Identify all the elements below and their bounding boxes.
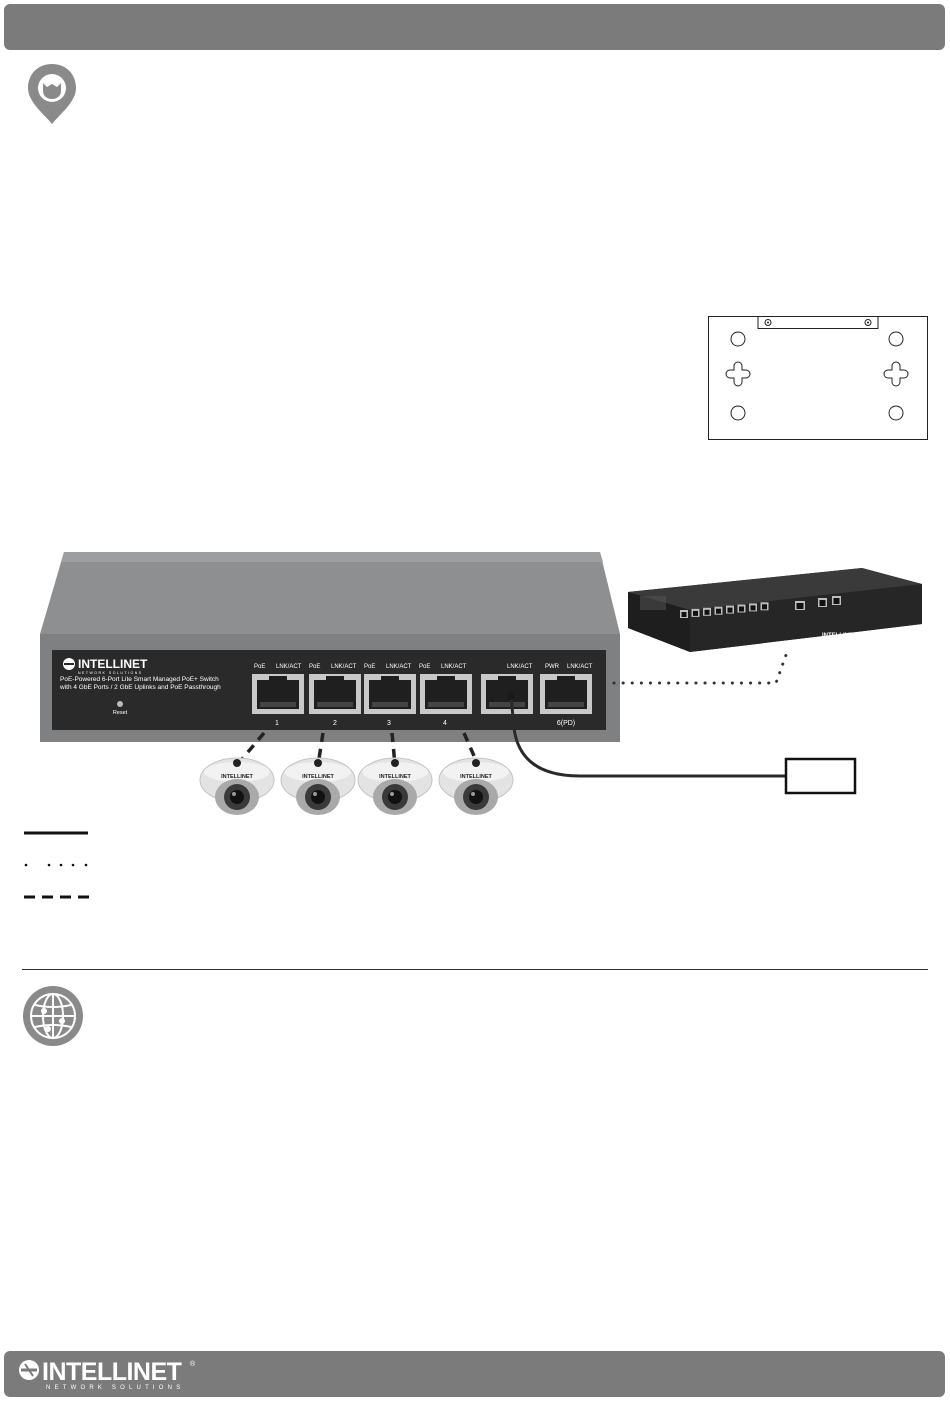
camera-dashed-cable	[390, 732, 397, 766]
ethernet-port-4	[420, 674, 472, 714]
port-header-label: LNK/ACT	[276, 664, 302, 670]
reset-label: Reset	[113, 710, 128, 716]
brand-registered: ®	[190, 1360, 196, 1368]
port-number-4: 4	[443, 720, 447, 727]
network-diagram: INTELLINET NETWORK SOLUTIONS PoE-Powered…	[40, 552, 922, 815]
port-header-label: LNK/ACT	[567, 664, 593, 670]
ip-camera-4: INTELLINET	[438, 757, 514, 815]
port-number-6: 6(PD)	[557, 720, 575, 727]
uplink-switch-brand: INTELLINET	[822, 633, 857, 639]
brand-logo: INTELLINET ® NETWORK SOLUTIONS	[19, 1358, 196, 1391]
camera-brand-label: INTELLINET	[221, 774, 253, 780]
ethernet-ports	[252, 674, 592, 714]
port-number-2: 2	[333, 720, 337, 727]
port-number-3: 3	[387, 720, 391, 727]
ethernet-port-2	[309, 674, 361, 714]
port-header-label: PoE	[254, 664, 265, 670]
cable-legend	[24, 831, 90, 899]
ethernet-port-3	[364, 674, 416, 714]
section-divider	[22, 969, 928, 970]
map-pin-icon	[28, 64, 76, 124]
port-number-1: 1	[275, 720, 279, 727]
uplink-dotted-cable	[612, 653, 788, 685]
switch-description-line2: with 4 GbE Ports / 2 GbE Uplinks and PoE…	[59, 684, 221, 691]
ethernet-port-6	[540, 674, 592, 714]
wall-mount-template	[708, 316, 928, 440]
ip-camera-2: INTELLINET	[280, 757, 356, 815]
switch-brand-tagline: NETWORK SOLUTIONS	[78, 671, 143, 675]
footer-bar	[4, 1351, 945, 1397]
ethernet-port-1	[252, 674, 304, 714]
brand-name: INTELLINET	[42, 1358, 182, 1386]
port-header-label: PWR	[545, 664, 560, 670]
reset-button	[117, 701, 123, 707]
port-header-label: PoE	[309, 664, 320, 670]
camera-brand-label: INTELLINET	[302, 774, 334, 780]
port-header-label: PoE	[364, 664, 375, 670]
ip-camera-1: INTELLINET	[199, 757, 275, 815]
power-cable	[509, 695, 786, 778]
ip-cameras: INTELLINET INTELLINET INTELLINET INTELLINET	[199, 757, 514, 815]
legend-dotted-line	[24, 863, 88, 867]
port-header-label: LNK/ACT	[441, 664, 467, 670]
brand-tagline: NETWORK SOLUTIONS	[46, 1385, 184, 1391]
power-source-box	[784, 757, 857, 795]
camera-brand-label: INTELLINET	[460, 774, 492, 780]
header-bar	[4, 4, 945, 50]
port-header-label: PoE	[419, 664, 430, 670]
switch-brand: INTELLINET	[78, 657, 148, 671]
camera-dashed-cable	[316, 732, 325, 766]
ethernet-port-5	[481, 674, 533, 714]
poe-switch: INTELLINET NETWORK SOLUTIONS PoE-Powered…	[40, 552, 620, 742]
uplink-switch-ports	[680, 596, 841, 618]
port-header-label: LNK/ACT	[507, 664, 533, 670]
port-numbers: 1 2 3 4 6(PD)	[275, 720, 575, 727]
camera-dashed-cable	[462, 732, 480, 766]
uplink-switch: INTELLINET	[628, 568, 922, 652]
port-header-label: LNK/ACT	[331, 664, 357, 670]
port-headers: PoE LNK/ACT PoE LNK/ACT PoE LNK/ACT PoE LNK/ACT…	[254, 664, 593, 670]
camera-brand-label: INTELLINET	[379, 774, 411, 780]
ip-camera-3: INTELLINET	[357, 757, 433, 815]
switch-description-line1: PoE-Powered 6-Port Lite Smart Managed Po…	[60, 676, 219, 683]
port-header-label: LNK/ACT	[386, 664, 412, 670]
globe-icon	[23, 986, 83, 1046]
